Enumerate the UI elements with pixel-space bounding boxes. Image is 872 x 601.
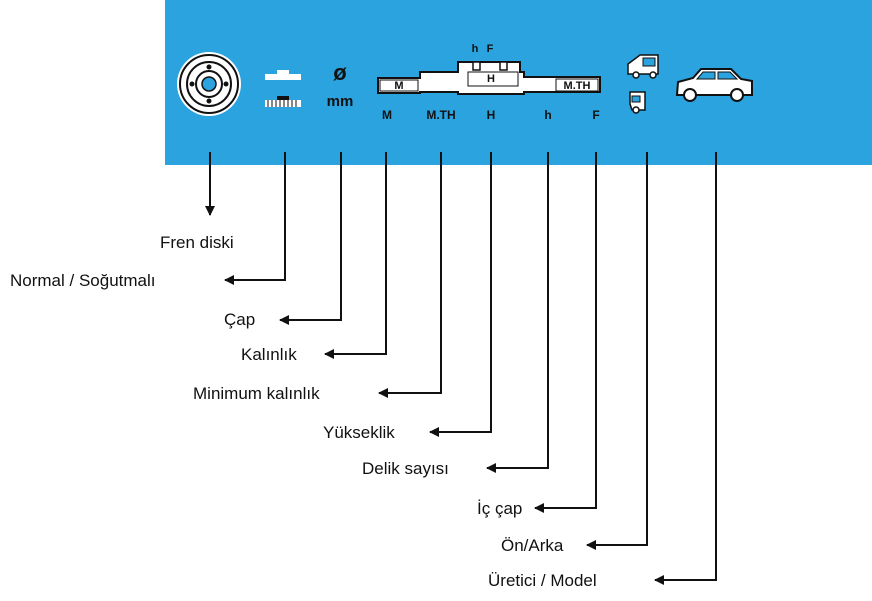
leader-yukseklik: [429, 152, 492, 437]
profile-top-label-f: F: [487, 43, 494, 55]
leader-lines: [205, 152, 717, 585]
svg-text:ø: ø: [333, 60, 347, 85]
svg-text:mm: mm: [327, 93, 354, 110]
leader-kalinlik: [324, 152, 387, 359]
leader-cap: [279, 152, 342, 325]
column-label-h: H: [487, 108, 496, 122]
front-rear-car-icon: [627, 54, 659, 114]
legend-label-ic-cap: İç çap: [477, 499, 522, 518]
brake-disc-icon: [177, 52, 241, 116]
column-label-small-h: h: [544, 108, 551, 122]
legend-label-minimum-kalinlik: Minimum kalınlık: [193, 384, 320, 403]
legend-label-delik-sayisi: Delik sayısı: [362, 459, 449, 478]
profile-inner-label-mth: M.TH: [564, 80, 591, 92]
leader-delik-sayisi: [486, 152, 549, 473]
leader-normal-sogutmali: [224, 152, 286, 285]
leader-ic-cap: [534, 152, 597, 513]
legend-label-cap: Çap: [224, 310, 255, 329]
profile-inner-label-m: M: [394, 80, 403, 92]
legend-label-fren-diski: Fren diski: [160, 233, 234, 252]
profile-inner-label-h: H: [487, 73, 495, 85]
profile-top-label-h: h: [472, 43, 479, 55]
legend-label-kalinlik: Kalınlık: [241, 345, 297, 364]
disc-profile-diagram: h F M H M.TH: [377, 43, 601, 95]
leader-on-arka: [586, 152, 648, 550]
normal-vented-disc-icon: [265, 70, 301, 107]
column-label-f: F: [592, 108, 599, 122]
leader-minimum-kalinlik: [378, 152, 442, 398]
legend-label-yukseklik: Yükseklik: [323, 423, 395, 442]
car-model-icon: [675, 68, 753, 102]
leader-uretici-model: [654, 152, 717, 585]
legend-label-normal-sogutmali: Normal / Soğutmalı: [10, 271, 156, 290]
legend-label-on-arka: Ön/Arka: [501, 536, 564, 555]
column-label-m: M: [382, 108, 392, 122]
column-label-mth: M.TH: [426, 108, 455, 122]
diameter-symbol: ø mm: [327, 60, 354, 110]
legend-label-uretici-model: Üretici / Model: [488, 571, 597, 590]
